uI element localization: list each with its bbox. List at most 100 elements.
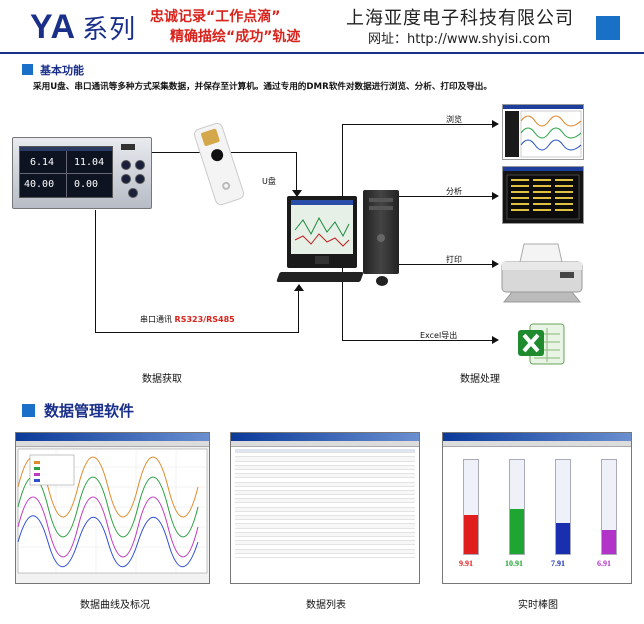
print-line [398, 264, 494, 265]
excel-icon [516, 320, 566, 368]
slogan-line1: 忠诚记录“工作点滴” [150, 9, 281, 25]
recorder-button [121, 174, 131, 184]
website: 网址：http://www.shyisi.com [368, 32, 551, 47]
printer-icon [500, 240, 584, 304]
print-label: 打印 [446, 255, 462, 264]
bar-value-label: 9.91 [459, 559, 473, 568]
recorder-value: 40.00 [24, 179, 55, 190]
usb-label: U盘 [262, 177, 276, 186]
shot2-caption: 数据列表 [306, 600, 346, 611]
table-row [235, 478, 415, 483]
bar-fill [556, 522, 570, 554]
bar-fill [464, 514, 478, 554]
recorder-value: 6.14 [30, 157, 55, 168]
browse-screenshot [502, 104, 584, 160]
recorder-screen: 6.14 11.04 40.00 0.00 [19, 146, 113, 198]
browse-line [342, 124, 494, 125]
recorder-value: 11.04 [74, 157, 105, 168]
usb-stick-icon [192, 121, 246, 207]
table-row [235, 507, 415, 512]
bar-column [601, 459, 617, 555]
excel-arrow [492, 336, 499, 344]
section-bullet [22, 64, 33, 75]
bar-column [509, 459, 525, 555]
header-divider [0, 52, 644, 54]
basic-description: 采用U盘、串口通讯等多种方式采集数据，并保存至计算机。通过专用的DMR软件对数据… [33, 82, 492, 92]
software-title: 数据管理软件 [44, 402, 135, 420]
recorder-button [121, 160, 131, 170]
table-row [235, 499, 415, 504]
table-row [235, 511, 415, 516]
table-row [235, 490, 415, 496]
serial-label: 串口通讯 RS323/RS485 [140, 315, 235, 324]
table-row [235, 549, 415, 554]
section-bullet [22, 404, 35, 417]
serial-protocol: RS323/RS485 [174, 315, 235, 324]
table-row [235, 541, 415, 546]
table-row [235, 461, 415, 466]
analyze-screenshot [502, 166, 584, 224]
usb-port [121, 144, 135, 150]
bar-fill [602, 529, 616, 554]
usb-line-v [296, 152, 297, 196]
company-name: 上海亚度电子科技有限公司 [346, 8, 574, 29]
table-row [235, 457, 415, 462]
curve-screenshot [15, 432, 210, 584]
table-row [235, 545, 415, 550]
recorder-button [128, 188, 138, 198]
process-caption: 数据处理 [460, 374, 500, 385]
usb-arrow [292, 190, 302, 197]
browse-arrow [492, 120, 499, 128]
table-row [235, 503, 415, 508]
excel-label: Excel导出 [420, 331, 458, 340]
table-row [235, 495, 415, 500]
shot1-caption: 数据曲线及标况 [80, 600, 150, 611]
table-row [235, 474, 415, 479]
table-row [235, 536, 415, 542]
recorder-device: 6.14 11.04 40.00 0.00 [12, 137, 152, 209]
slogan-line2: 精确描绘“成功”轨迹 [170, 29, 301, 45]
header-title-sub: 系列 [82, 14, 137, 44]
bar-column [463, 459, 479, 555]
analyze-arrow [492, 192, 499, 200]
print-arrow [492, 260, 499, 268]
table-row [235, 553, 415, 558]
mouse-icon [376, 276, 388, 286]
excel-line [342, 340, 494, 341]
table-row [235, 524, 415, 529]
keyboard-icon [276, 272, 364, 282]
monitor-chart [291, 200, 353, 247]
table-row [235, 453, 415, 458]
table-row [235, 465, 415, 470]
recorder-button [135, 160, 145, 170]
table-row [235, 528, 415, 533]
table-screenshot [230, 432, 420, 584]
bar-value-label: 7.91 [551, 559, 565, 568]
table-row [235, 516, 415, 521]
serial-line-up [298, 290, 299, 333]
bar-screenshot: 9.91 10.91 7.91 6.91 [442, 432, 632, 584]
recorder-button [135, 174, 145, 184]
pc-tower-icon [363, 190, 399, 274]
monitor-icon [287, 196, 357, 268]
acquire-caption: 数据获取 [142, 374, 182, 385]
table-row [235, 532, 415, 537]
table-row [235, 449, 415, 454]
serial-arrow [294, 284, 304, 291]
recorder-value: 0.00 [74, 179, 99, 190]
analyze-label: 分析 [446, 187, 462, 196]
bar-chart: 9.91 10.91 7.91 6.91 [443, 449, 631, 583]
data-table [231, 447, 419, 560]
bar-fill [510, 508, 524, 554]
serial-line-h [95, 332, 299, 333]
bar-value-label: 6.91 [597, 559, 611, 568]
bar-column [555, 459, 571, 555]
table-row [235, 486, 415, 491]
table-row [235, 520, 415, 525]
browse-label: 浏览 [446, 115, 462, 124]
brand-square [596, 16, 620, 40]
serial-line-v [95, 210, 96, 332]
bar-value-label: 10.91 [505, 559, 523, 568]
shot3-caption: 实时棒图 [518, 600, 558, 611]
